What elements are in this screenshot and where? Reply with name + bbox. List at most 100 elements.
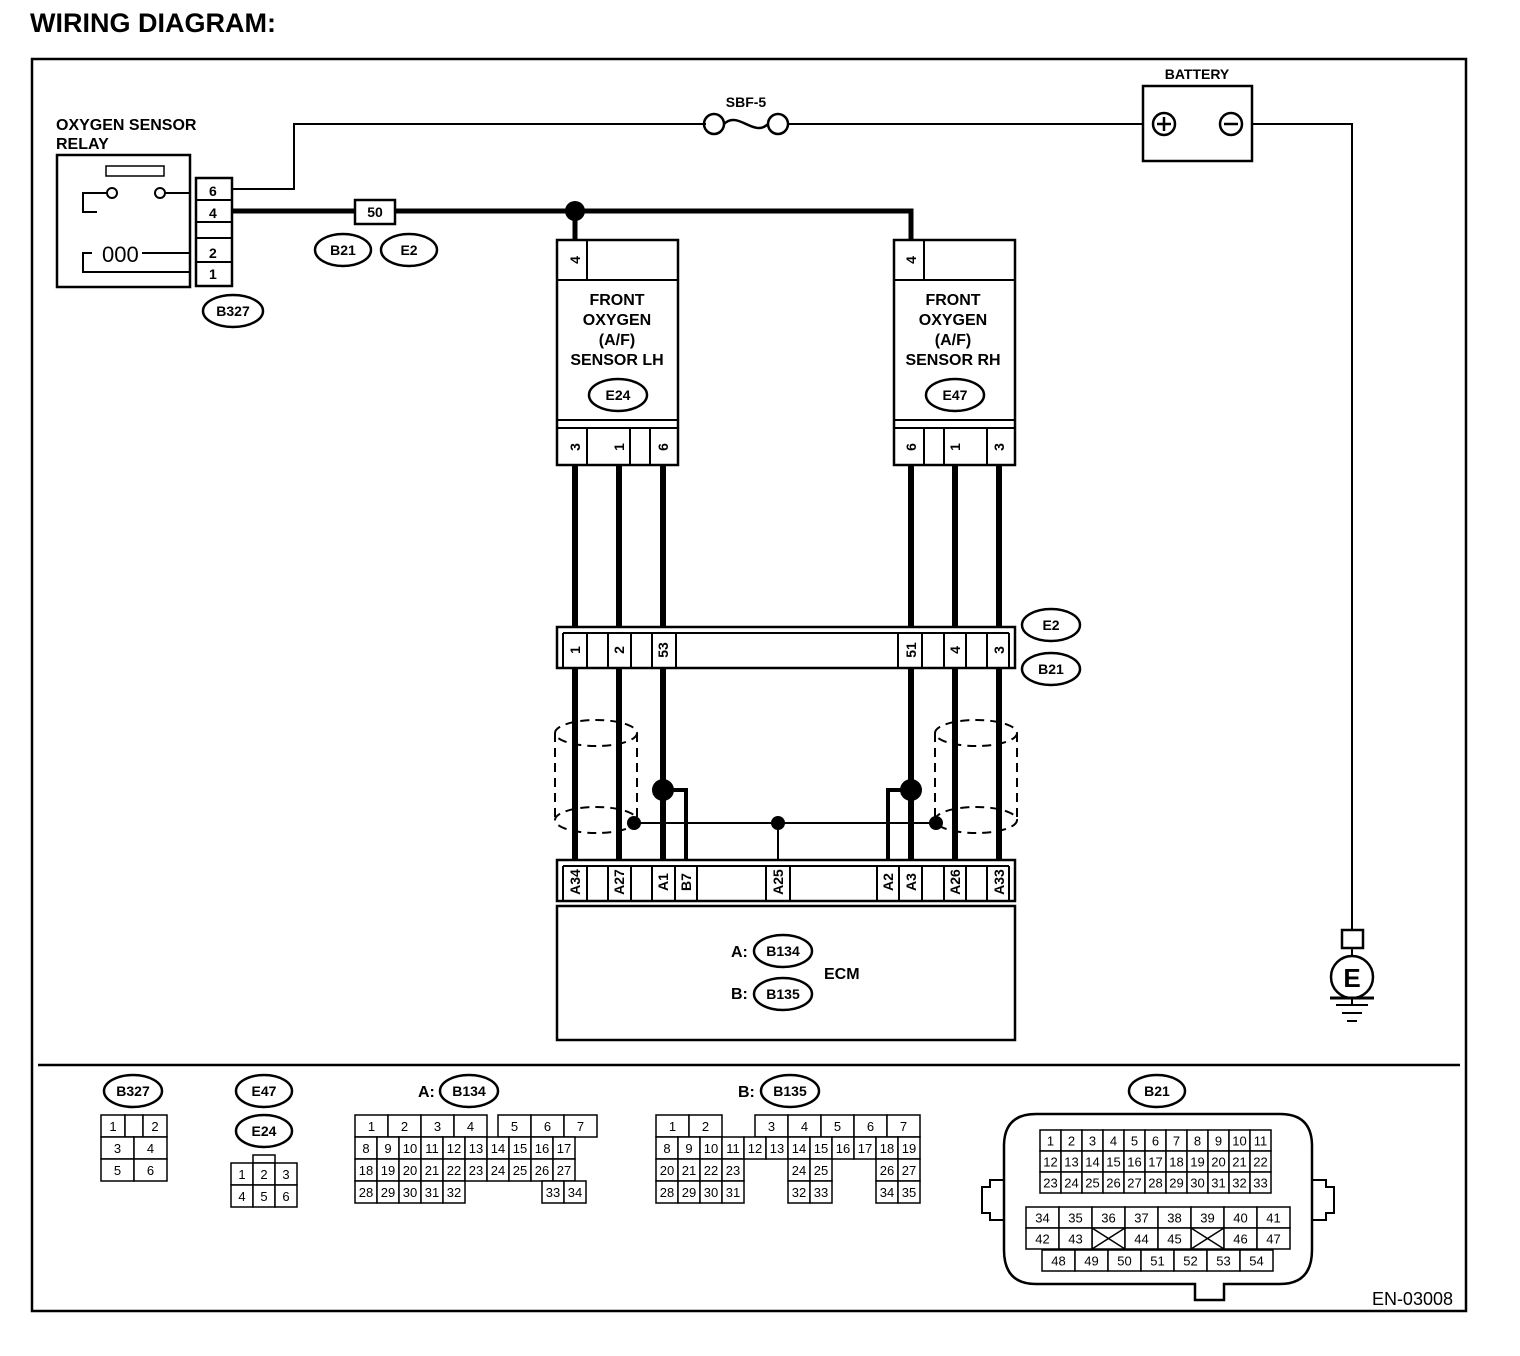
connector-pin-number: 40 [1233, 1211, 1247, 1226]
connector-pin-number: 12 [447, 1141, 461, 1156]
connector-pin-number: 1 [1047, 1134, 1054, 1149]
connector-pin-number: 22 [1253, 1155, 1267, 1170]
connector-pin-number: 48 [1051, 1254, 1065, 1269]
connector-pin-number: 4 [801, 1119, 808, 1134]
inline-connector-label: E2 [400, 242, 417, 258]
connector-pin-number: 3 [114, 1141, 121, 1156]
sensor-rh-pin: 6 [903, 443, 919, 451]
connector-pin-number: 21 [425, 1163, 439, 1178]
connector-pin-number: 16 [1127, 1155, 1141, 1170]
connector-pin-number: 5 [114, 1163, 121, 1178]
connector-cavity [133, 1158, 168, 1182]
connector-cavity [1157, 1227, 1192, 1250]
sensor-rh-pin: 3 [991, 443, 1007, 451]
connector-pin-number: 21 [1232, 1155, 1246, 1170]
connector-pin-number: 24 [491, 1163, 505, 1178]
sensor-rh-label-line: FRONT [925, 292, 980, 309]
sensor-rh-label-line: OXYGEN [919, 312, 987, 329]
connector-pin-number: 13 [469, 1141, 483, 1156]
inline-connector-label: B21 [330, 242, 356, 258]
joint-pin: 53 [655, 642, 671, 658]
connector-pin-number: 16 [535, 1141, 549, 1156]
ground-symbol: E [1329, 928, 1375, 1022]
connector-pin-number: 11 [726, 1141, 740, 1156]
ecm: A34 A27 A1 B7 A25 A2 A3 A26 A33 A: B134 … [555, 858, 1017, 1042]
connector-pin-number: 6 [147, 1163, 154, 1178]
connector-pin-number: 12 [748, 1141, 762, 1156]
connector-pin-number: 52 [1183, 1254, 1197, 1269]
connector-cavity [897, 1180, 921, 1204]
ground-label: E [1343, 963, 1360, 993]
connector-cavity [563, 1114, 598, 1138]
connector-pin-number: 45 [1167, 1232, 1181, 1247]
battery-negative-icon [1218, 111, 1244, 137]
sensor-lh-pin: 1 [611, 443, 627, 451]
connector-pin-number: 30 [704, 1185, 718, 1200]
connector-pin-number: 35 [902, 1185, 916, 1200]
ecm-pin: A25 [770, 869, 786, 895]
joint-connector-label: E2 [1042, 617, 1059, 633]
connector-pin-number: 26 [880, 1163, 894, 1178]
fuse-sbf5: SBF-5 [702, 94, 790, 136]
inline-fuse-label: 50 [367, 204, 383, 220]
shield-rh [934, 719, 1018, 834]
connector-pin-number: 15 [814, 1141, 828, 1156]
connector-pin-number: 3 [768, 1119, 775, 1134]
connector-cavity [563, 1180, 587, 1204]
sensor-lh-label-line: SENSOR LH [570, 352, 663, 369]
connector-pin-number: 23 [726, 1163, 740, 1178]
connector-pin-number: 5 [1131, 1134, 1138, 1149]
joint-pin: 2 [611, 646, 627, 654]
sensor-lh-pin: 6 [655, 443, 671, 451]
relay-label-line1: OXYGEN SENSOR [56, 117, 197, 134]
legend-e24-name: E24 [252, 1123, 277, 1139]
connector-cavity [809, 1180, 833, 1204]
connector-pin-number: 32 [1232, 1176, 1246, 1191]
connector-pin-number: 25 [814, 1163, 828, 1178]
connector-pin-number: 15 [513, 1141, 527, 1156]
connector-pin-number: 34 [1035, 1211, 1049, 1226]
connector-pin-number: 20 [403, 1163, 417, 1178]
connector-pin-number: 29 [381, 1185, 395, 1200]
front-oxygen-sensor-rh: 4 FRONT OXYGEN (A/F) SENSOR RH E47 6 1 3 [892, 238, 1017, 467]
connector-pin-number: 47 [1266, 1232, 1280, 1247]
connector-pin-number: 1 [368, 1119, 375, 1134]
connector-pin-number: 4 [467, 1119, 474, 1134]
ecm-pin: A2 [880, 873, 896, 891]
connector-pin-number: 53 [1216, 1254, 1230, 1269]
ground-line [1252, 123, 1353, 930]
ecm-pin: A3 [903, 873, 919, 891]
connector-pin-number: 37 [1134, 1211, 1148, 1226]
connector-pin-number: 6 [867, 1119, 874, 1134]
connector-pin-number: 7 [1173, 1134, 1180, 1149]
connector-pin-number: 42 [1035, 1232, 1049, 1247]
connector-pin-number: 24 [792, 1163, 806, 1178]
connector-pin-number: 30 [1190, 1176, 1204, 1191]
connector-pin-number: 19 [381, 1163, 395, 1178]
connector-cavity [252, 1154, 276, 1164]
relay-pin: 4 [209, 205, 217, 221]
connector-pin-number: 10 [403, 1141, 417, 1156]
oxygen-sensor-relay: OXYGEN SENSOR RELAY 000 6 4 2 1 B327 [55, 117, 265, 329]
connector-cavity [721, 1180, 745, 1204]
front-oxygen-sensor-lh: 4 FRONT OXYGEN (A/F) SENSOR LH E24 3 1 6 [555, 238, 680, 467]
sensor-lh-label-line: FRONT [589, 292, 644, 309]
connector-pin-number: 44 [1134, 1232, 1148, 1247]
connector-pin-number: 15 [1106, 1155, 1120, 1170]
connector-pin-number: 2 [1068, 1134, 1075, 1149]
connector-pin-number: 22 [704, 1163, 718, 1178]
ecm-conn-a: B134 [766, 943, 800, 959]
legend-e47-name: E47 [252, 1083, 277, 1099]
relay-pin: 1 [209, 266, 217, 282]
connector-pin-number: 23 [1043, 1176, 1057, 1191]
connector-pin-number: 27 [902, 1163, 916, 1178]
connector-pin-number: 14 [491, 1141, 505, 1156]
power-line [232, 123, 706, 190]
